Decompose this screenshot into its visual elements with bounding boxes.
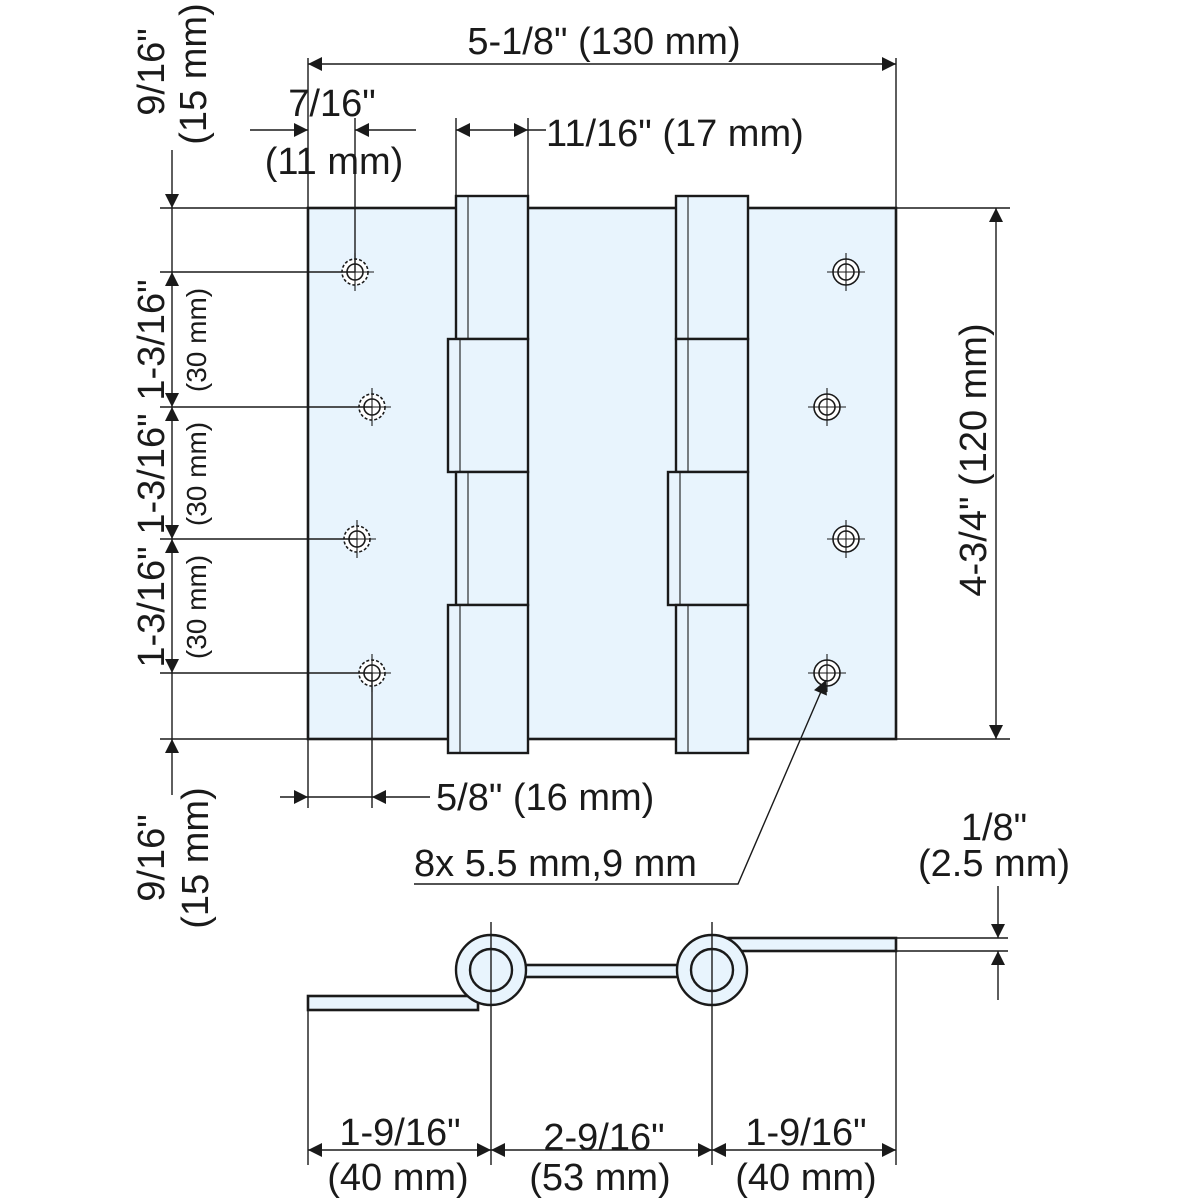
edge-offset-in-label: 7/16" bbox=[288, 83, 375, 125]
side-middle-leaf bbox=[510, 963, 682, 979]
screw-hole-icon bbox=[827, 520, 865, 558]
thickness-mm-label: (2.5 mm) bbox=[918, 843, 1070, 885]
height-label: 4-3/4" (120 mm) bbox=[953, 323, 995, 596]
hole-pitch-2-mm-label: (30 mm) bbox=[181, 422, 212, 526]
side-width-2-mm-label: (53 mm) bbox=[529, 1157, 670, 1199]
left-knuckle-column bbox=[446, 194, 530, 755]
side-width-3-in-label: 1-9/16" bbox=[745, 1112, 866, 1154]
screw-hole-icon bbox=[827, 253, 865, 291]
top-margin-in-label: 9/16" bbox=[131, 28, 173, 115]
hole-pitch-3-in-label: 1-3/16" bbox=[131, 546, 173, 667]
holes-spec-label: 8x 5.5 mm,9 mm bbox=[414, 843, 697, 885]
top-margin-mm-label: (15 mm) bbox=[173, 3, 215, 144]
knuckle-width-label: 11/16" (17 mm) bbox=[546, 113, 804, 155]
bottom-margin-in-label: 9/16" bbox=[131, 814, 173, 901]
hinge-leaf bbox=[306, 206, 898, 741]
screw-hole-icon bbox=[808, 654, 846, 692]
hole-pitch-3-mm-label: (30 mm) bbox=[181, 555, 212, 659]
screw-hole-icon bbox=[808, 388, 846, 426]
screw-holes-right bbox=[808, 253, 865, 692]
dimension-texts: 5-1/8" (130 mm) 11/16" (17 mm) 7/16" (11… bbox=[131, 3, 995, 928]
hole-pitch-1-in-label: 1-3/16" bbox=[131, 279, 173, 400]
side-view: 1/8" (2.5 mm) 1-9/16" (40 mm) 2-9/16" (5… bbox=[306, 807, 1070, 1199]
side-right-leaf bbox=[724, 936, 898, 953]
bottom-margin-mm-label: (15 mm) bbox=[175, 787, 217, 928]
hole-offset-label: 5/8" (16 mm) bbox=[436, 777, 654, 819]
overall-width-label: 5-1/8" (130 mm) bbox=[467, 21, 740, 63]
edge-offset-mm-label: (11 mm) bbox=[265, 141, 404, 183]
dimension-lines bbox=[165, 57, 1003, 885]
side-width-1-in-label: 1-9/16" bbox=[339, 1112, 460, 1154]
side-width-1-mm-label: (40 mm) bbox=[327, 1157, 468, 1199]
hole-pitch-1-mm-label: (30 mm) bbox=[181, 288, 212, 392]
front-view: 5-1/8" (130 mm) 11/16" (17 mm) 7/16" (11… bbox=[131, 3, 1010, 929]
right-knuckle-column bbox=[666, 194, 750, 755]
side-width-2-in-label: 2-9/16" bbox=[543, 1117, 664, 1159]
side-width-3-mm-label: (40 mm) bbox=[735, 1157, 876, 1199]
side-left-leaf bbox=[306, 994, 480, 1012]
thickness-in-label: 1/8" bbox=[961, 807, 1027, 849]
hole-pitch-2-in-label: 1-3/16" bbox=[131, 413, 173, 534]
